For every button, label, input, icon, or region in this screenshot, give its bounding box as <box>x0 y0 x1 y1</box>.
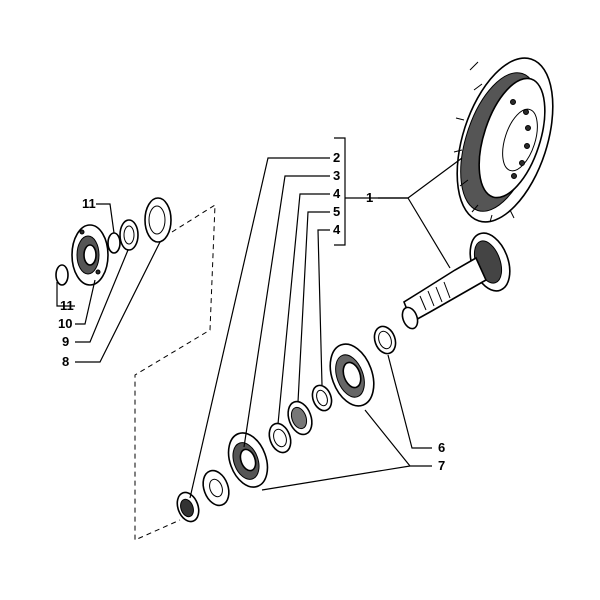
callout-4-lower: 4 <box>333 222 341 237</box>
assembly-guide-line <box>134 204 216 541</box>
callout-8: 8 <box>62 354 69 369</box>
callout-11-top: 11 <box>82 196 96 211</box>
taper-bearing-part-7 <box>329 343 375 407</box>
callout-11-left: 11 <box>60 298 74 313</box>
bearing-part-9 <box>119 219 139 251</box>
flange-part-10 <box>71 224 109 286</box>
callout-7: 7 <box>438 458 445 473</box>
shim-washer-part-6 <box>373 325 397 355</box>
spacer-part-5 <box>287 400 313 436</box>
callout-4-upper: 4 <box>333 186 341 201</box>
callout-1: 1 <box>366 190 373 205</box>
circlip-part-11-top <box>107 232 121 254</box>
taper-bearing-part-3 <box>227 432 269 488</box>
callout-5: 5 <box>333 204 340 219</box>
leader-lines <box>56 137 463 499</box>
callout-3: 3 <box>333 168 340 183</box>
callout-2: 2 <box>333 150 340 165</box>
ring-part-4-upper <box>268 422 292 454</box>
crown-wheel-gear <box>453 57 554 223</box>
washer <box>202 469 230 507</box>
ring-part-4-lower <box>311 384 333 412</box>
bearing-cup-part-8 <box>144 197 172 243</box>
ring-nut-part-2 <box>176 491 200 523</box>
callout-9: 9 <box>62 334 69 349</box>
circlip-part-11-left <box>55 264 69 286</box>
callout-6: 6 <box>438 440 445 455</box>
callout-10: 10 <box>58 316 72 331</box>
pinion-shaft <box>401 232 511 330</box>
